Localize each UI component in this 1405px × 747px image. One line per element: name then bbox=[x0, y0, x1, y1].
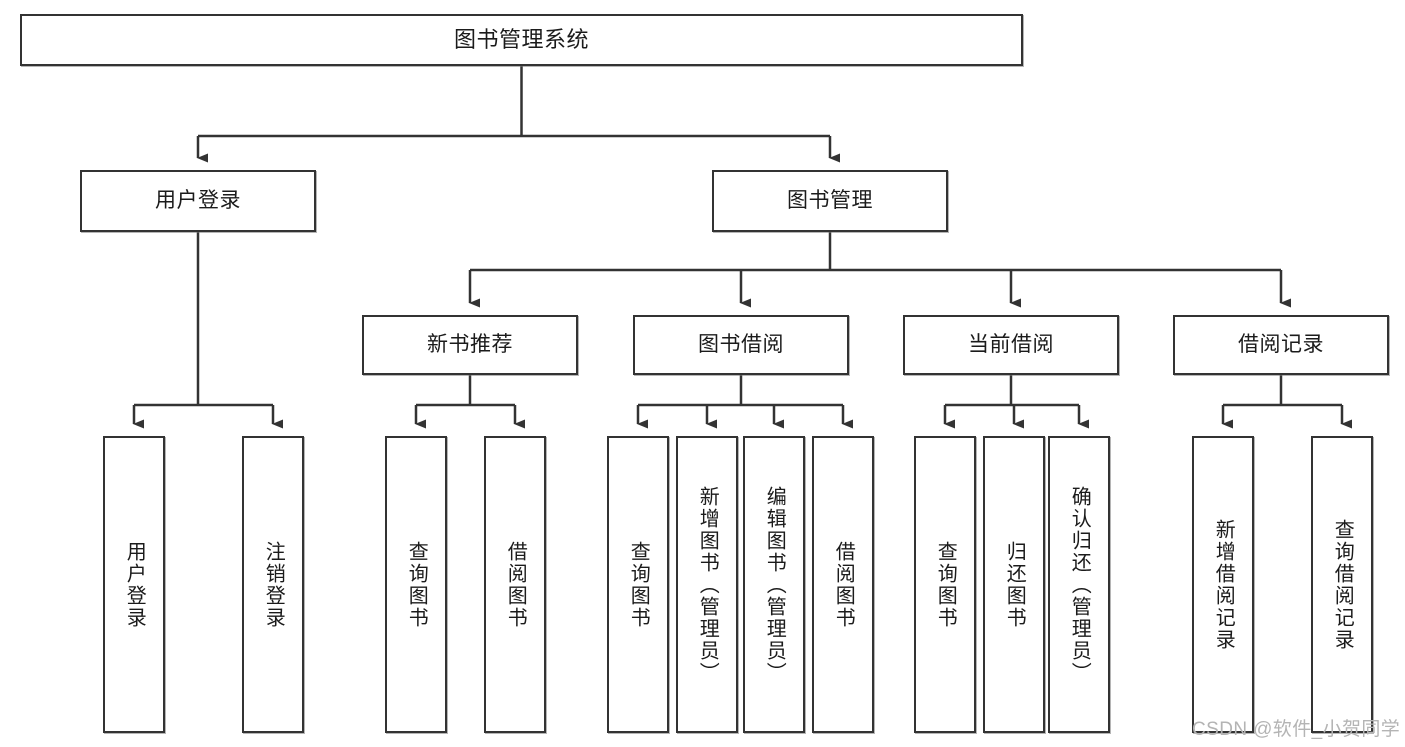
node-cur-borrow[interactable]: 当前借阅 bbox=[903, 315, 1119, 375]
node-leaf-return-book[interactable]: 归还图书 bbox=[983, 436, 1045, 733]
node-label: 借阅记录 bbox=[1238, 332, 1324, 356]
node-label: 确认归还（管理员） bbox=[1068, 485, 1091, 684]
node-label: 注销登录 bbox=[262, 540, 285, 629]
node-label: 新书推荐 bbox=[427, 332, 513, 356]
node-leaf-confirm-ret[interactable]: 确认归还（管理员） bbox=[1048, 436, 1110, 733]
node-root[interactable]: 图书管理系统 bbox=[20, 14, 1023, 66]
node-label: 新增图书（管理员） bbox=[696, 485, 719, 684]
node-leaf-user-logout[interactable]: 注销登录 bbox=[242, 436, 304, 733]
node-label: 新增借阅记录 bbox=[1212, 518, 1235, 651]
node-new-book-rec[interactable]: 新书推荐 bbox=[362, 315, 578, 375]
node-leaf-add-book[interactable]: 新增图书（管理员） bbox=[676, 436, 738, 733]
node-leaf-edit-book[interactable]: 编辑图书（管理员） bbox=[743, 436, 805, 733]
node-leaf-borrow-book-1[interactable]: 借阅图书 bbox=[484, 436, 546, 733]
node-label: 借阅图书 bbox=[504, 540, 527, 629]
node-leaf-borrow-book-2[interactable]: 借阅图书 bbox=[812, 436, 874, 733]
node-label: 借阅图书 bbox=[832, 540, 855, 629]
node-label: 归还图书 bbox=[1003, 540, 1026, 629]
node-leaf-query-log[interactable]: 查询借阅记录 bbox=[1311, 436, 1373, 733]
node-label: 图书管理系统 bbox=[453, 27, 589, 53]
node-label: 查询图书 bbox=[627, 540, 650, 629]
node-book-borrow[interactable]: 图书借阅 bbox=[633, 315, 849, 375]
node-leaf-add-log[interactable]: 新增借阅记录 bbox=[1192, 436, 1254, 733]
node-label: 用户登录 bbox=[155, 188, 241, 212]
node-book-mgmt[interactable]: 图书管理 bbox=[712, 170, 948, 232]
node-label: 图书管理 bbox=[787, 188, 873, 212]
node-label: 查询图书 bbox=[405, 540, 428, 629]
node-label: 查询图书 bbox=[934, 540, 957, 629]
node-leaf-query-book-3[interactable]: 查询图书 bbox=[914, 436, 976, 733]
node-borrow-log[interactable]: 借阅记录 bbox=[1173, 315, 1389, 375]
node-leaf-user-login[interactable]: 用户登录 bbox=[103, 436, 165, 733]
node-leaf-query-book-2[interactable]: 查询图书 bbox=[607, 436, 669, 733]
watermark-text: CSDN @软件_小贺同学 bbox=[1192, 719, 1401, 740]
node-user-login[interactable]: 用户登录 bbox=[80, 170, 316, 232]
node-label: 编辑图书（管理员） bbox=[763, 485, 786, 684]
node-label: 图书借阅 bbox=[698, 332, 784, 356]
node-label: 查询借阅记录 bbox=[1331, 518, 1354, 651]
node-leaf-query-book-1[interactable]: 查询图书 bbox=[385, 436, 447, 733]
node-label: 用户登录 bbox=[123, 540, 146, 629]
node-label: 当前借阅 bbox=[968, 332, 1054, 356]
